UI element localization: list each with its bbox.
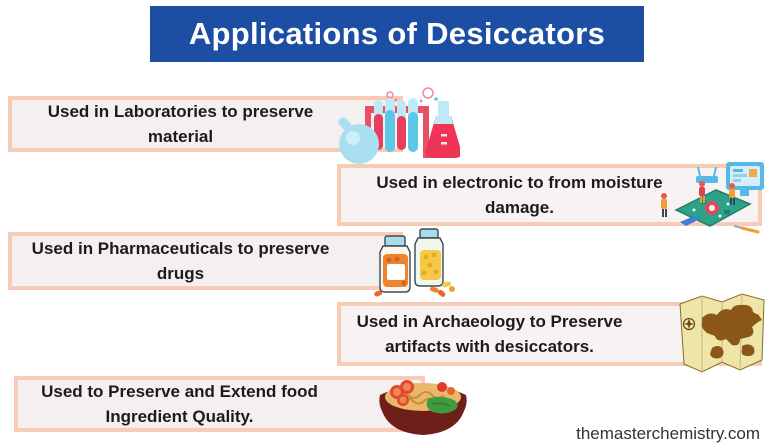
page-title: Applications of Desiccators — [188, 16, 606, 51]
lab-glassware-icon — [338, 87, 460, 164]
header-banner: Applications of Desiccators — [150, 6, 644, 62]
food-bowl-icon — [379, 380, 467, 435]
application-box-electronics: Used in electronic to from moisture dama… — [337, 164, 762, 226]
application-box-pharmaceuticals: Used in Pharmaceuticals to preserve drug… — [8, 232, 403, 290]
application-box-food: Used to Preserve and Extend food Ingredi… — [14, 376, 425, 432]
application-text: Used in Archaeology to Preserve artifact… — [356, 311, 623, 357]
application-text: Used in Laboratories to preserve materia… — [47, 101, 314, 147]
application-text: Used to Preserve and Extend food Ingredi… — [41, 381, 318, 427]
application-text: Used in electronic to from moisture dama… — [376, 172, 663, 218]
application-text: Used in Pharmaceuticals to preserve drug… — [31, 238, 330, 284]
electronics-repair-icon — [661, 162, 764, 234]
application-box-laboratories: Used in Laboratories to preserve materia… — [8, 96, 403, 152]
pill-bottles-icon — [374, 228, 455, 297]
website-credit: themasterchemistry.com — [576, 424, 760, 443]
world-map-icon — [679, 293, 765, 373]
